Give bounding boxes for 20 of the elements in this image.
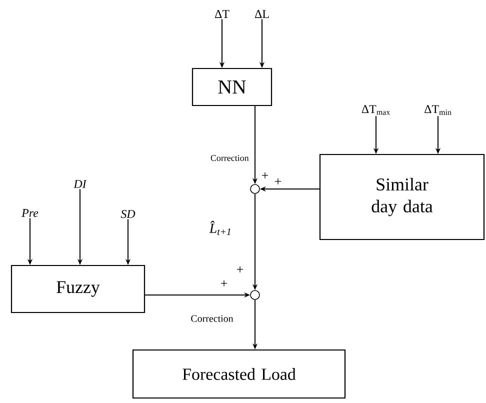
- input-label: DI: [74, 180, 87, 188]
- edge-label: Correction: [191, 315, 234, 322]
- summing-junction: [250, 290, 260, 300]
- process-box: Similar day data: [319, 154, 485, 240]
- sign-label: +: [275, 178, 282, 184]
- edge-label: L̂$_{t+1}$: [209, 220, 230, 236]
- input-label: ΔL: [254, 10, 269, 18]
- process-box: Forecasted Load: [132, 349, 346, 399]
- input-label: ΔT$_{min}$: [424, 105, 452, 115]
- input-label: Pre: [22, 209, 38, 217]
- input-label: SD: [120, 210, 136, 218]
- process-box: NN: [192, 68, 272, 106]
- input-label: ΔT: [214, 10, 230, 18]
- sign-label: +: [237, 266, 244, 272]
- input-label: ΔT$_{max}$: [362, 105, 390, 115]
- process-box: Fuzzy: [10, 264, 146, 314]
- sign-label: +: [262, 172, 268, 178]
- sign-label: +: [221, 280, 228, 286]
- edge-label: Correction: [210, 155, 249, 162]
- summing-junction: [250, 184, 260, 194]
